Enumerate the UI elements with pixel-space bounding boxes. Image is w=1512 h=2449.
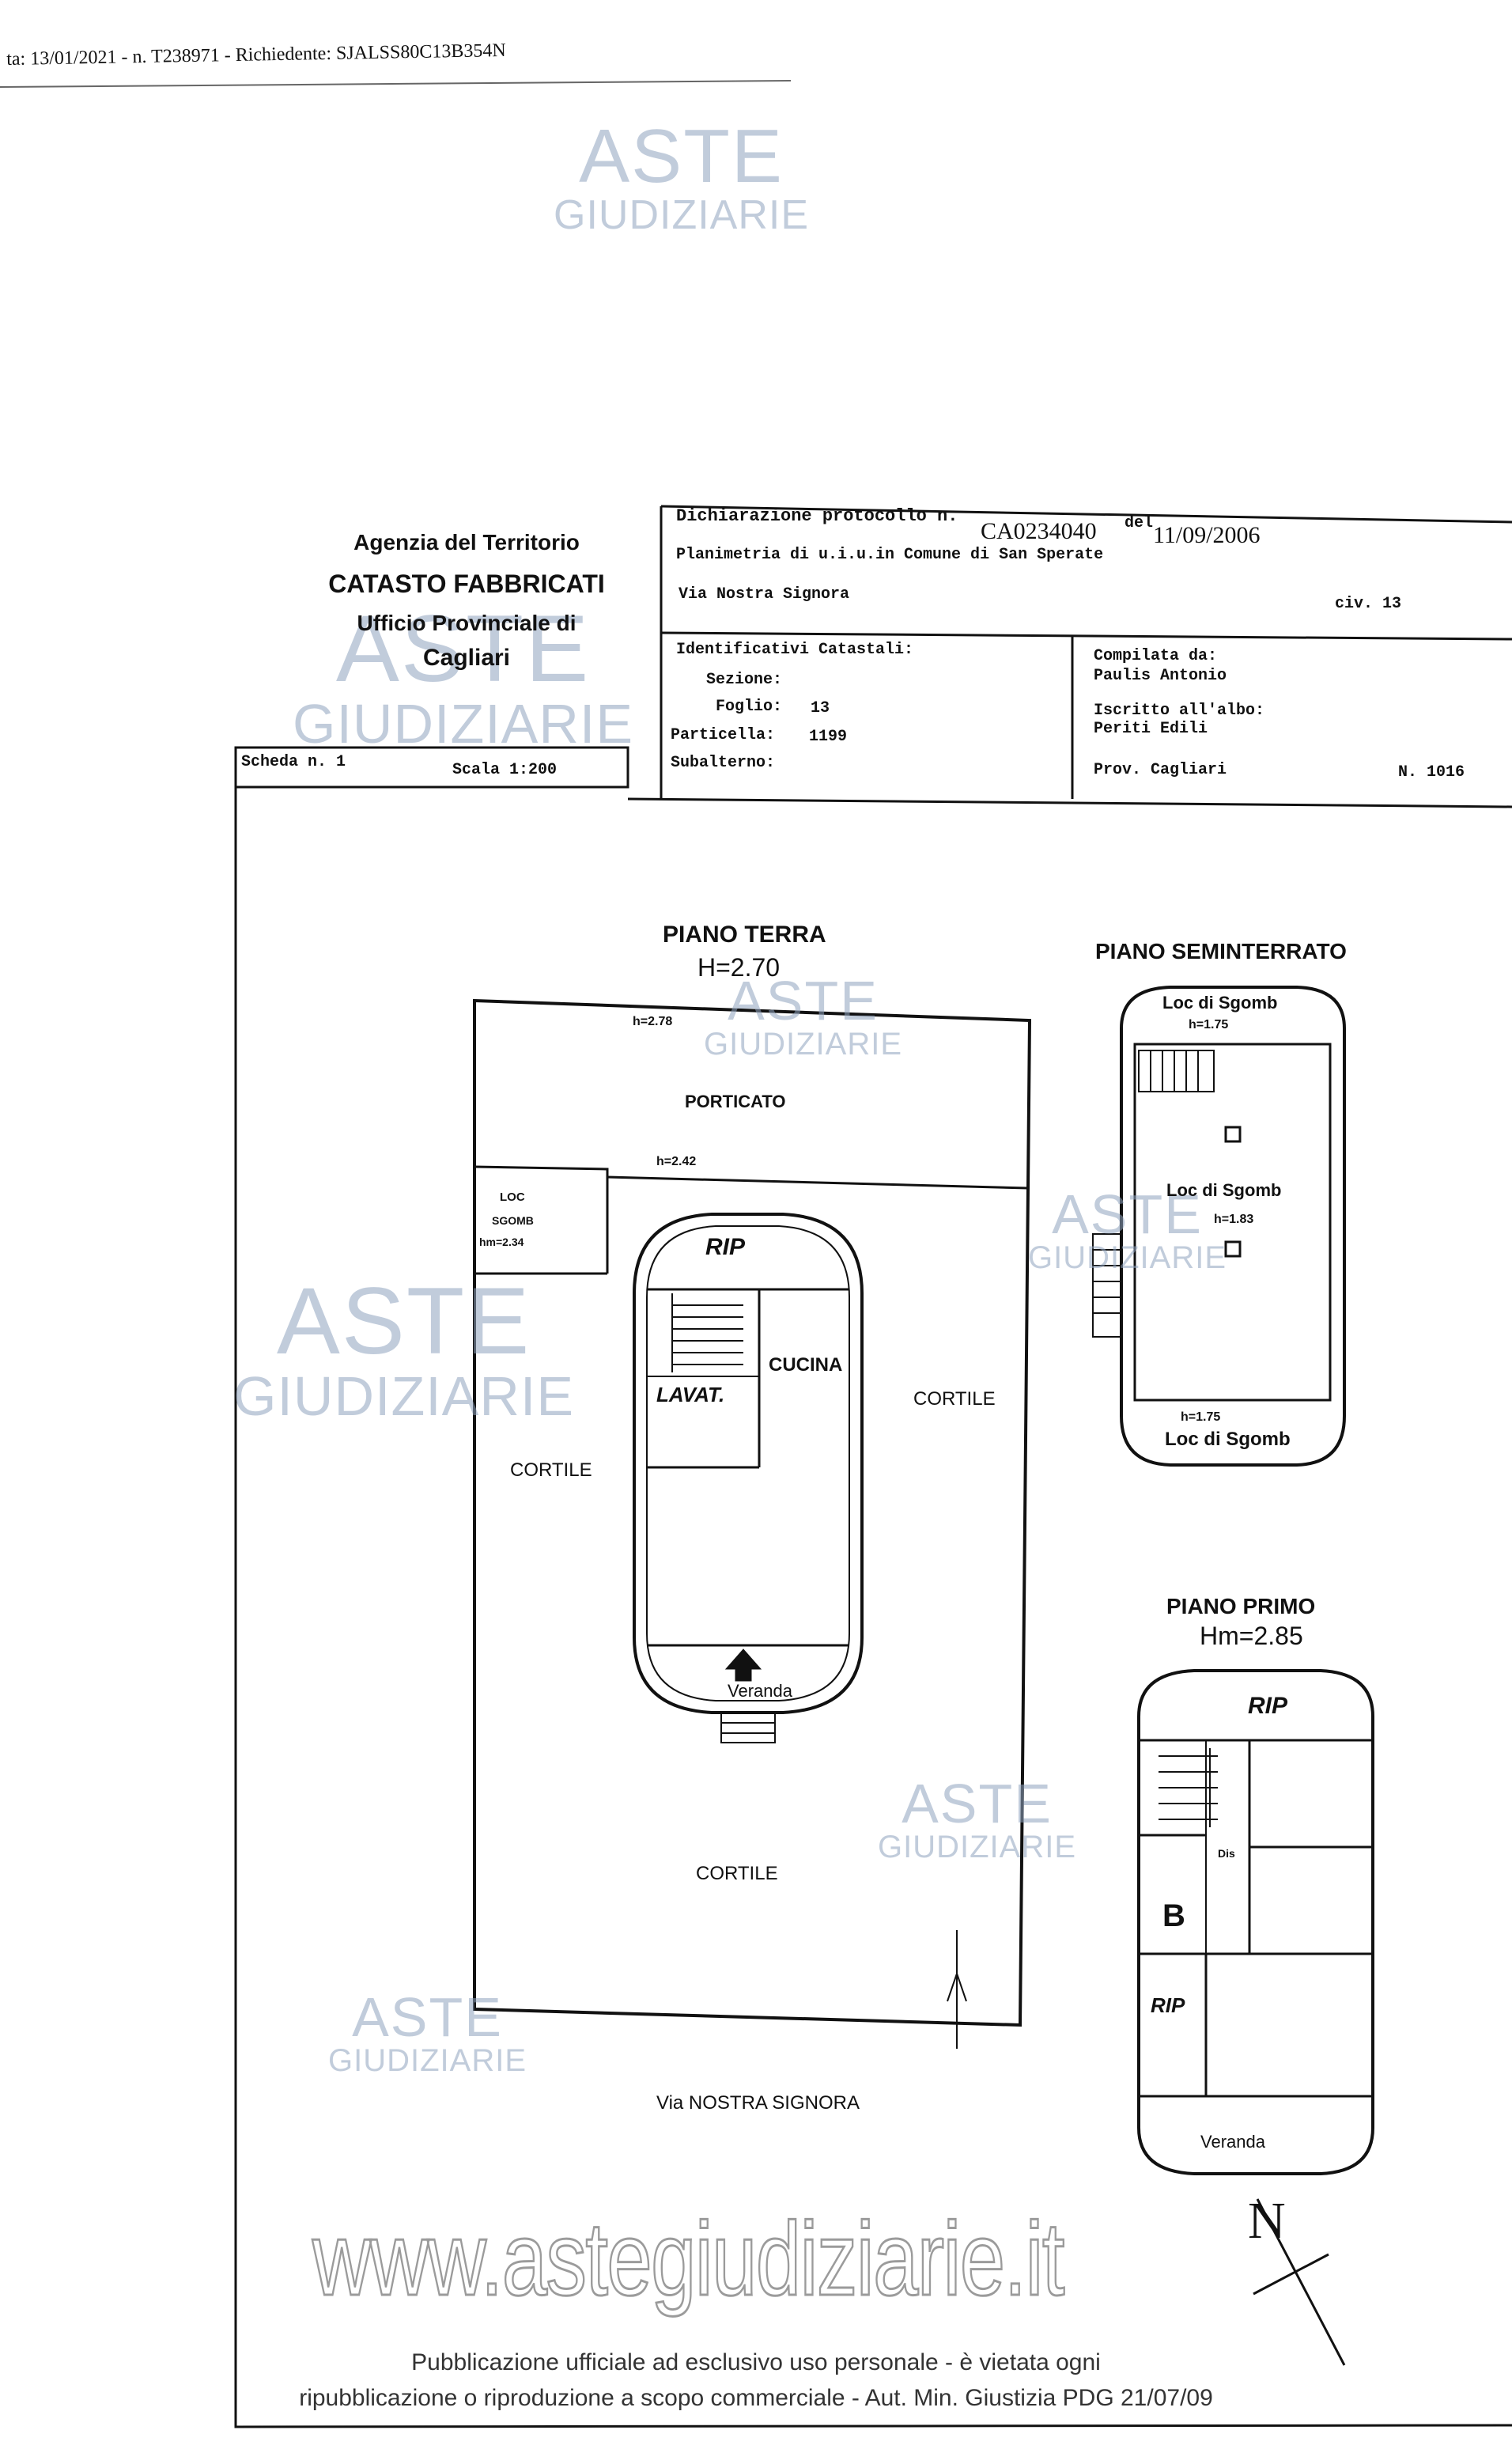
street-name: Via NOSTRA SIGNORA [656,2092,860,2114]
porticato-label: PORTICATO [685,1092,786,1111]
cortile-label: CORTILE [510,1459,592,1481]
rip-label: RIP [705,1234,746,1260]
compilata-label: Compilata da: [1094,647,1218,665]
cortile-label: CORTILE [913,1388,996,1410]
disimpegno-label: Dis [1218,1847,1235,1860]
veranda-label: Veranda [728,1681,792,1701]
piano-terra-title: PIANO TERRA [663,922,826,948]
room-height: h=1.75 [1189,1018,1229,1031]
veranda-label: Veranda [1200,2132,1265,2152]
rip-label: RIP [1248,1693,1288,1719]
bagno-label: B [1162,1898,1185,1933]
iscritto-value: Periti Edili [1094,720,1208,738]
footer-line: ripubblicazione o riproduzione a scopo c… [299,2385,1213,2411]
scale: Scala 1:200 [452,761,558,779]
rip-label: RIP [1151,1993,1185,2017]
piano-primo-title: PIANO PRIMO [1166,1594,1316,1618]
identificativi-label: Identificativi Catastali: [676,641,914,659]
catasto-title: CATASTO FABBRICATI [328,570,605,598]
north-label: N [1248,2192,1286,2250]
province: Prov. Cagliari [1094,761,1227,779]
room-height: h=1.75 [1181,1410,1221,1424]
room-label: Loc di Sgomb [1166,1180,1282,1200]
loc-sgomb-label: SGOMB [492,1214,534,1227]
hm-234: hm=2.34 [479,1236,524,1248]
seminterrato-title: PIANO SEMINTERRATO [1095,939,1347,963]
footer-line: Pubblicazione ufficiale ad esclusivo uso… [411,2349,1101,2375]
h-242: h=2.42 [656,1155,697,1168]
foglio-value: 13 [811,699,830,717]
agency-office: Ufficio Provinciale di [357,611,576,635]
agency-city: Cagliari [422,645,511,671]
foglio-label: Foglio: [716,698,783,716]
cortile-label: CORTILE [696,1863,778,1884]
del-label: del [1125,514,1154,532]
particella-label: Particella: [671,726,776,744]
particella-value: 1199 [809,728,848,746]
room-height: h=1.83 [1214,1213,1254,1226]
scheda-number: Scheda n. 1 [241,753,346,771]
address-line: Via Nostra Signora [679,585,850,604]
sezione-label: Sezione: [706,671,783,689]
protocol-number: CA0234040 [981,518,1097,544]
room-label: Loc di Sgomb [1162,993,1278,1013]
lavat-label: LAVAT. [656,1383,725,1406]
subalterno-label: Subalterno: [671,754,776,772]
iscritto-label: Iscritto all'albo: [1094,702,1265,720]
albo-number: N. 1016 [1398,763,1465,782]
dichiarazione-label: Dichiarazione protocollo n. [676,506,958,526]
compilata-name: Paulis Antonio [1094,667,1227,685]
h-portico: h=2.78 [633,1015,673,1028]
website-watermark: www.astegiudiziarie.it [312,2200,1066,2318]
room-label: Loc di Sgomb [1165,1429,1291,1450]
loc-sgomb-label: LOC [500,1190,525,1204]
planimetria-line: Planimetria di u.i.u.in Comune di San Sp… [676,546,1104,564]
civic-number: civ. 13 [1335,595,1402,613]
agency-name: Agenzia del Territorio [353,530,580,555]
piano-terra-height: H=2.70 [697,953,781,982]
piano-primo-height: Hm=2.85 [1200,1622,1303,1650]
cucina-label: CUCINA [769,1354,843,1376]
protocol-date: 11/09/2006 [1153,522,1261,548]
